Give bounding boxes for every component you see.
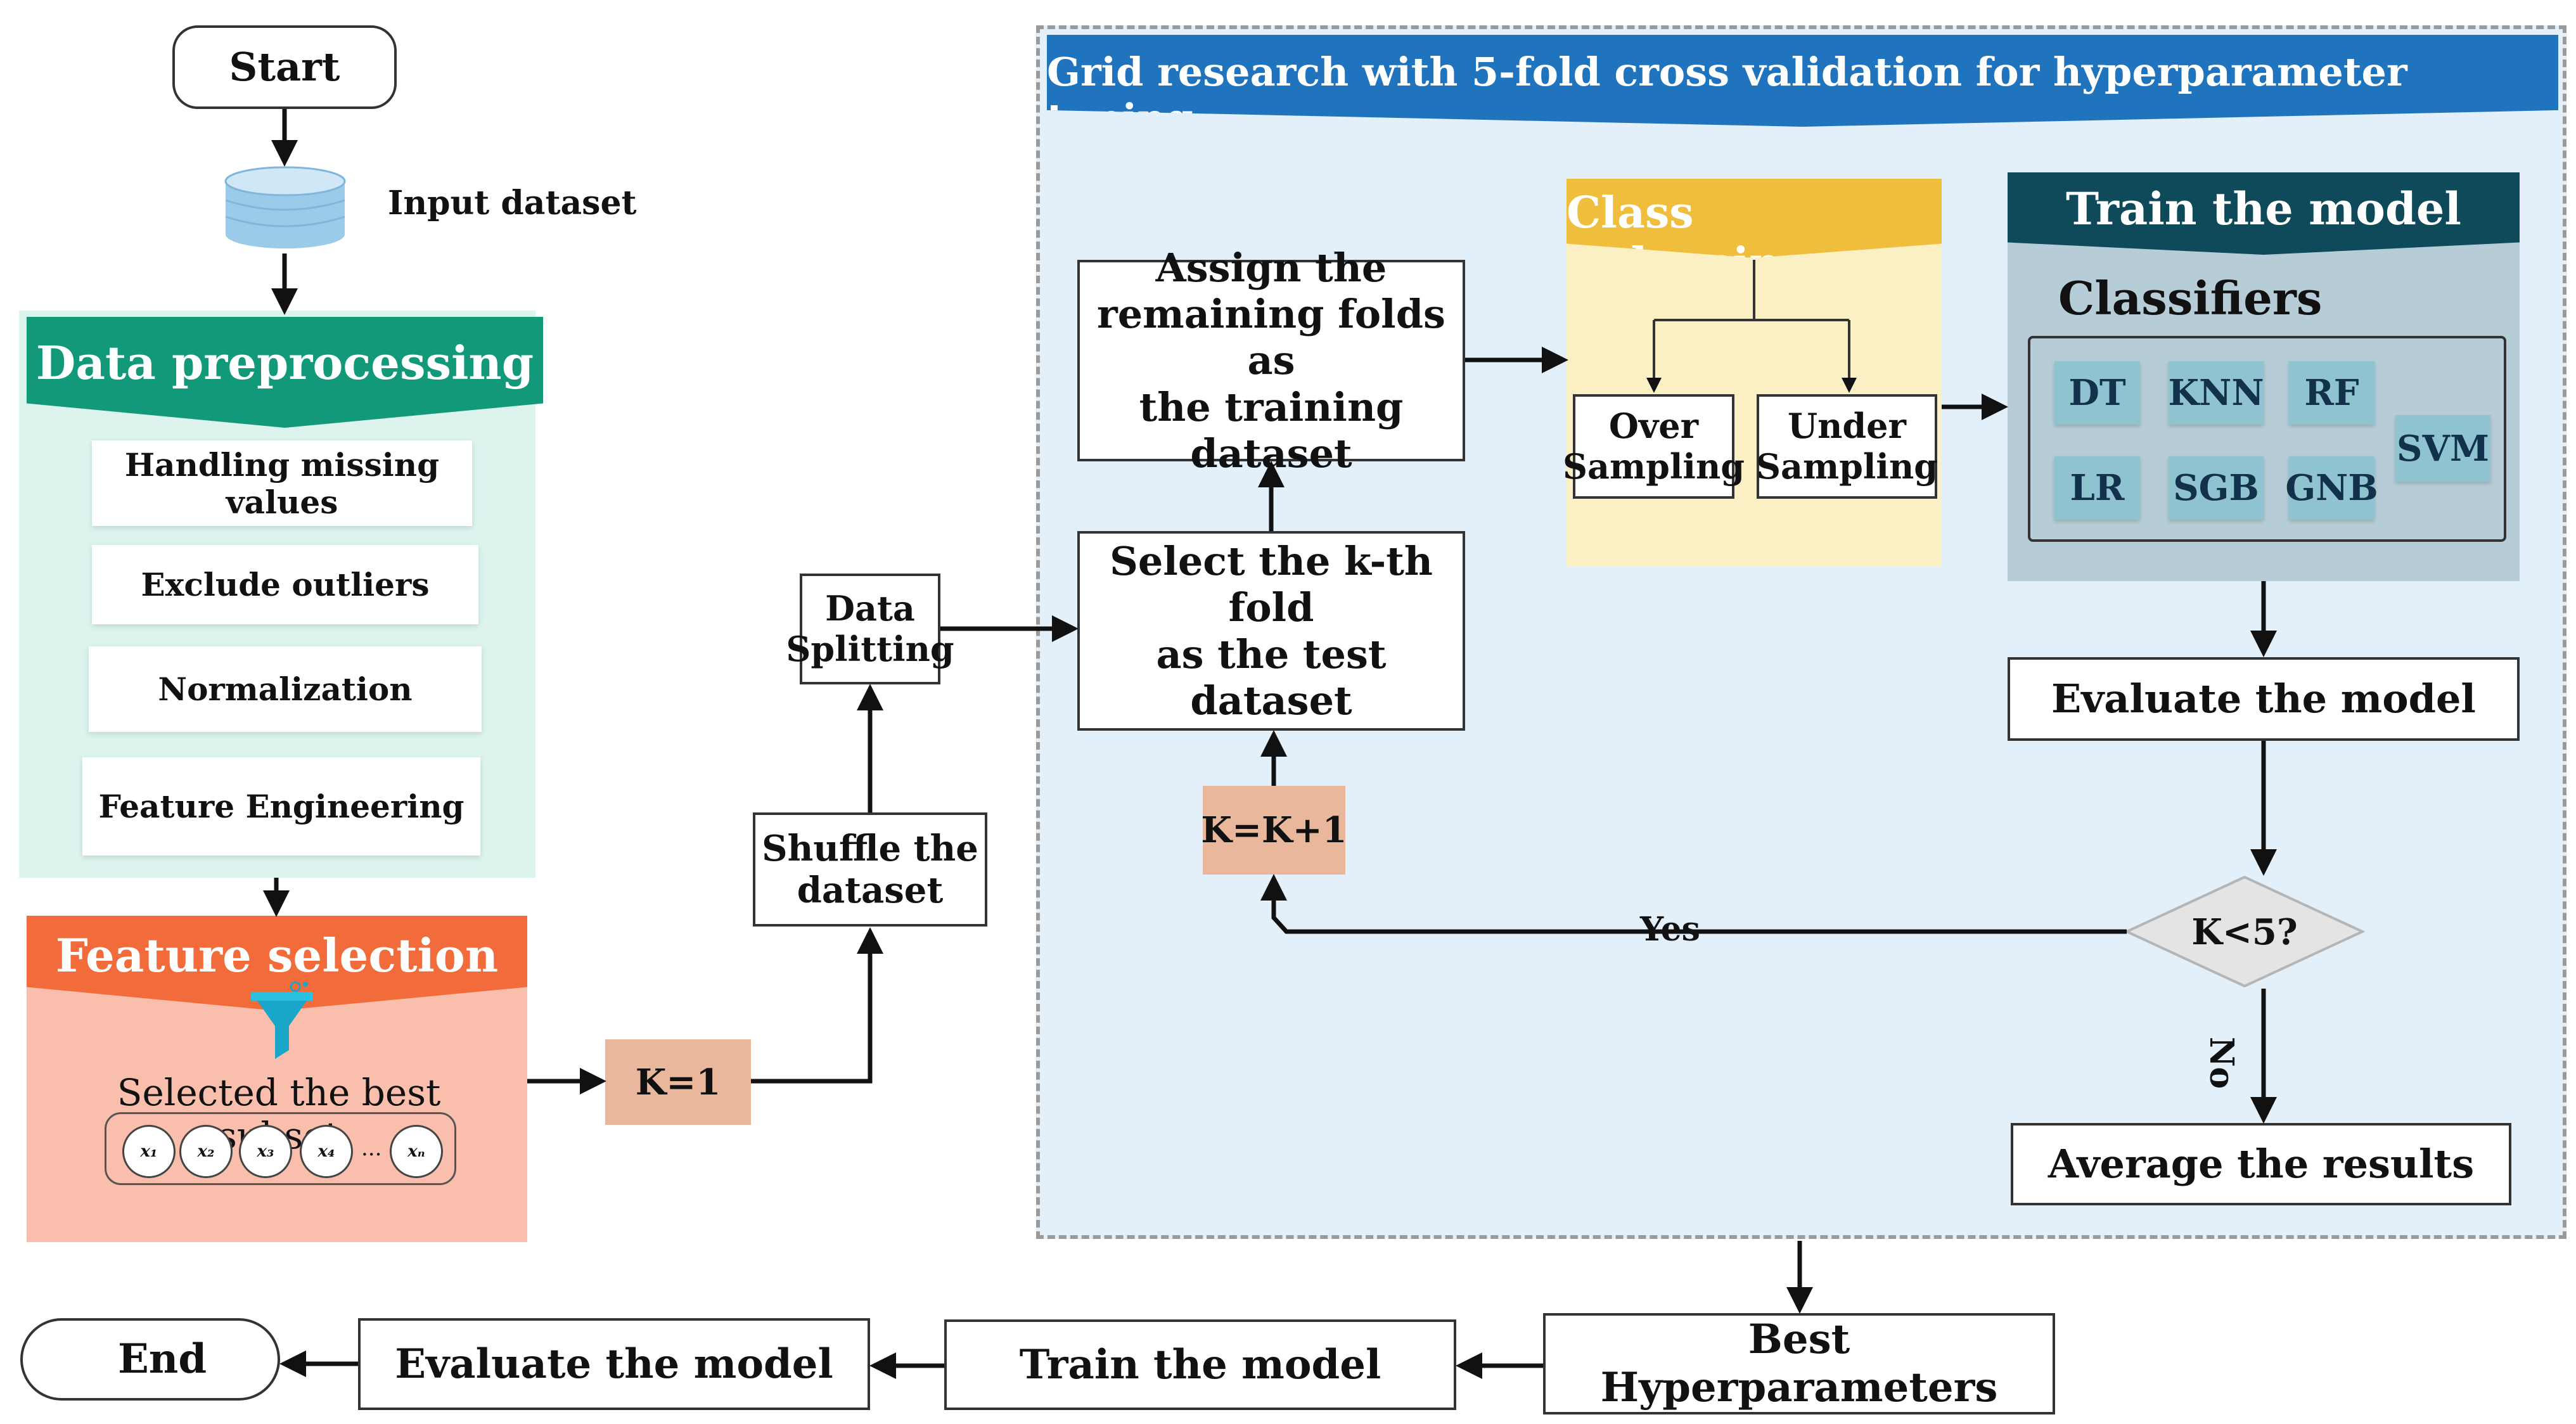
classifier-chip: RF [2289,361,2374,425]
arrow-k1-shuffle [751,927,883,1084]
assign-line3: the training dataset [1139,383,1404,477]
feature-selection-subtitle: Selected the best subset [117,1071,441,1157]
final-train-label: Train the model [1019,1340,1381,1389]
end-terminal: End [20,1318,280,1401]
grid-search-banner: Grid research with 5-fold cross validati… [1047,35,2558,127]
assign-folds-box: Assign the remaining folds as the traini… [1077,245,1465,477]
k-increment-label: K=K+1 [1201,809,1347,851]
yes-label: Yes [1636,910,1704,949]
end-label: End [118,1335,207,1383]
under-sampling-box: Under Sampling [1756,394,1938,499]
final-evaluate-box: Evaluate the model [358,1318,870,1410]
k-init-label: K=1 [635,1061,721,1103]
decision-diamond: K<5? [2124,875,2366,989]
feature-selection-title: Feature selection [55,928,499,982]
no-label: No [2202,1034,2241,1092]
shuffle-box: Shuffle the dataset [753,812,987,927]
start-label: Start [229,44,340,91]
shuffle-line1: Shuffle the [762,827,978,869]
splitting-line1: Data [825,587,915,629]
select-fold-box: Select the k-th fold as the test dataset [1077,531,1465,731]
assign-line1: Assign the [1155,245,1387,292]
evaluate-model-box: Evaluate the model [2008,657,2520,741]
final-evaluate-label: Evaluate the model [395,1340,833,1388]
classifiers-frame [2028,336,2506,542]
class-balancing-header: Class Balancing [1567,179,1942,258]
best-hyperparameters-box: Best Hyperparameters [1543,1313,2055,1414]
over-line1: Over [1608,405,1699,446]
classifier-chip: LR [2054,456,2140,520]
k-increment-box: K=K+1 [1201,786,1347,875]
assign-line2: remaining folds as [1097,291,1445,384]
classifiers-label: Classifiers [2058,271,2323,325]
classifier-chip: SVM [2395,415,2490,482]
feature-circle: x₃ [239,1125,292,1178]
k-init-box: K=1 [605,1039,751,1125]
feature-circle: x₄ [300,1125,353,1178]
preprocessing-step-missing-values: Handling missing values [92,440,472,526]
average-results-box: Average the results [2011,1123,2511,1205]
average-results-label: Average the results [2047,1141,2475,1188]
feature-circle: xₙ [390,1125,443,1178]
select-fold-line2: as the test dataset [1156,631,1387,724]
class-balancing-title: Class Balancing [1567,188,1810,258]
preprocessing-step-outliers: Exclude outliers [92,545,478,624]
over-sampling-box: Over Sampling [1563,394,1745,499]
preprocessing-step-normalization: Normalization [89,646,482,732]
data-splitting-box: Data Splitting [786,574,954,684]
input-dataset-label: Input dataset [388,184,637,222]
classifier-chip: DT [2054,361,2140,425]
feature-ellipsis: ... [361,1136,382,1161]
over-line2: Sampling [1563,446,1745,487]
classifier-chip: SGB [2169,456,2264,520]
classifier-chip: GNB [2285,456,2378,520]
decision-label: K<5? [2191,911,2298,953]
start-terminal: Start [172,25,397,109]
database-icon [222,166,349,250]
final-train-box: Train the model [944,1319,1456,1410]
preprocessing-title: Data preprocessing [35,336,534,390]
splitting-line2: Splitting [786,628,954,669]
train-model-header: Train the model [2008,172,2520,255]
evaluate-model-label: Evaluate the model [2051,676,2476,722]
preprocessing-step-feature-engineering: Feature Engineering [82,757,480,856]
classifier-chip: KNN [2168,361,2264,425]
feature-subset-container [105,1112,456,1185]
under-line1: Under [1788,405,1906,446]
under-line2: Sampling [1756,446,1938,487]
feature-circle: x₂ [179,1125,233,1178]
select-fold-line1: Select the k-th fold [1110,538,1433,631]
shuffle-line2: dataset [797,869,944,911]
best-hyperparameters-label: Best Hyperparameters [1600,1316,1998,1411]
preprocessing-header: Data preprocessing [27,317,543,428]
train-model-title: Train the model [2065,183,2462,235]
feature-circle: x₁ [122,1125,176,1178]
filter-icon [247,979,317,1065]
